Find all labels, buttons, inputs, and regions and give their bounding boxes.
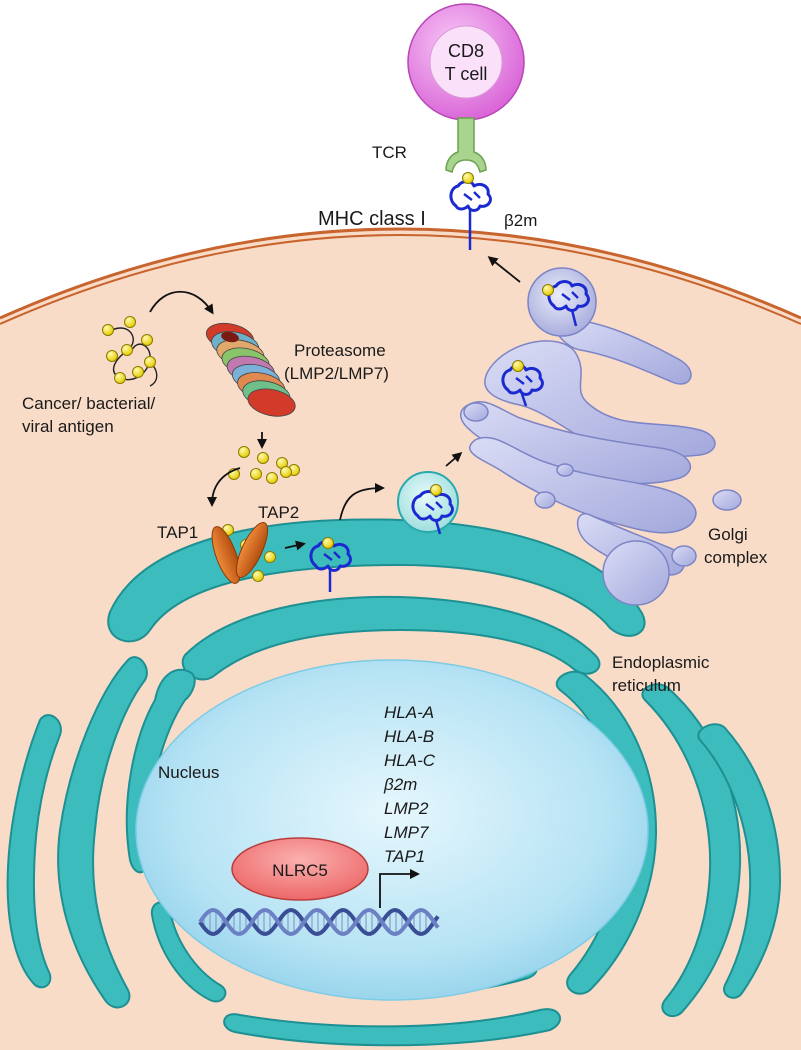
golgi-label-line2: complex — [704, 548, 768, 567]
antigen-label-line1: Cancer/ bacterial/ — [22, 394, 156, 413]
gene-b2m: β2m — [383, 775, 417, 794]
peptide-bead — [238, 446, 250, 458]
arrow-er-to-vesicle — [339, 483, 385, 521]
peptide-bead — [280, 466, 292, 478]
tap2-subunit — [235, 521, 269, 579]
tap2-label: TAP2 — [258, 503, 299, 522]
arrows — [149, 256, 521, 908]
peptide-bead — [542, 284, 554, 296]
proteasome-pore — [221, 331, 239, 343]
arrow-tap-to-er-mhc — [284, 540, 306, 551]
peptide-bead — [144, 356, 156, 368]
arrow-golgi-to-surface — [487, 256, 521, 283]
peptide-bead — [257, 452, 269, 464]
proteasome-label-line2: (LMP2/LMP7) — [284, 364, 389, 383]
proteasome-label-line1: Proteasome — [294, 341, 386, 360]
dna-strand — [198, 908, 440, 936]
golgi-complex — [460, 317, 742, 606]
peptide-bead — [266, 472, 278, 484]
antigen-label-line2: viral antigen — [22, 417, 114, 436]
peptide-bead — [102, 324, 114, 336]
peptide-bead — [430, 484, 442, 496]
t-cell-nucleus — [429, 25, 503, 99]
nucleus-label: Nucleus — [158, 763, 219, 782]
mhc-in-er-vesicle — [411, 490, 454, 535]
dna-strand — [198, 908, 440, 936]
arrow-antigen-to-proteasome — [149, 290, 214, 315]
gene-lmp2: LMP2 — [384, 799, 429, 818]
mhc-class-i-surface — [449, 180, 492, 250]
arrow-vesicle-to-golgi — [445, 452, 463, 467]
proteasome — [205, 322, 296, 417]
peptide-bead — [121, 344, 133, 356]
plasma-membrane — [0, 227, 801, 320]
mhc-in-golgi — [501, 364, 544, 407]
er-label-line1: Endoplasmic — [612, 653, 710, 672]
mhc-in-er — [309, 540, 352, 592]
peptide-bead — [250, 468, 262, 480]
tap1-subunit — [211, 526, 241, 584]
peptide-bead — [462, 172, 474, 184]
peptide-bead — [124, 316, 136, 328]
golgi-vesicle — [527, 267, 597, 337]
arrow-transcription — [379, 869, 420, 908]
peptide-bead — [322, 537, 334, 549]
peptide-bead — [264, 551, 276, 563]
b2m-label: β2m — [504, 211, 537, 230]
gene-hla-b: HLA-B — [384, 727, 434, 746]
plasma-membrane-inner — [0, 234, 801, 325]
gene-hla-c: HLA-C — [384, 751, 436, 770]
dna-helix — [198, 908, 440, 936]
peptide-bead — [512, 360, 524, 372]
peptide-bead — [252, 570, 264, 582]
golgi-label-line1: Golgi — [708, 525, 748, 544]
gene-lmp7: LMP7 — [384, 823, 429, 842]
mhc-in-golgi-vesicle — [547, 280, 590, 327]
nlrc5-protein — [231, 837, 369, 901]
gene-tap1: TAP1 — [384, 847, 425, 866]
mhc-class-i-label: MHC class I — [318, 208, 426, 230]
tap-transporter — [211, 521, 269, 584]
target-gene-list: HLA-A HLA-B HLA-C β2m LMP2 LMP7 TAP1 — [383, 703, 436, 866]
peptide-bead — [106, 350, 118, 362]
arrow-peptides-to-tap — [207, 467, 241, 507]
tcr-label: TCR — [372, 143, 407, 162]
proteasome-ring — [247, 388, 296, 417]
t-cell-label-line1: CD8 — [448, 41, 484, 61]
peptide-bead — [132, 366, 144, 378]
peptide-bead — [114, 372, 126, 384]
tap1-label: TAP1 — [157, 523, 198, 542]
t-cell-label-line2: T cell — [445, 64, 488, 84]
tcr — [445, 117, 487, 173]
nlrc5-label: NLRC5 — [272, 861, 328, 880]
gene-hla-a: HLA-A — [384, 703, 434, 722]
peptide-bead — [141, 334, 153, 346]
er-label-line2: reticulum — [612, 676, 681, 695]
